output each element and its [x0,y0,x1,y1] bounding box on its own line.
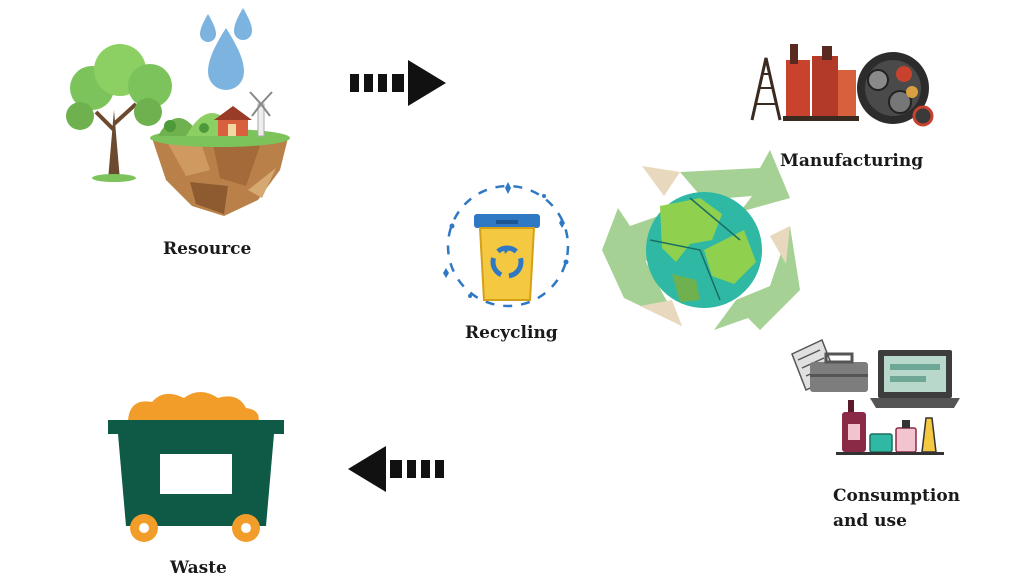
waste-label: Waste [170,558,227,578]
consumption-label: Consumption and use [833,486,961,531]
recycling-label: Recycling [465,323,558,343]
manufacturing-label: Manufacturing [780,151,924,171]
recycle-globe-icon [602,150,800,330]
factory-gears-icon [750,44,934,127]
recycle-bin-icon [443,182,570,308]
waste-dumpster-icon [108,392,284,542]
consumer-goods-icon [791,338,960,455]
resource-label: Resource [163,239,252,259]
arrow-left-icon [348,446,444,492]
tree-water-island-icon [66,8,290,216]
arrow-right-icon [350,60,446,106]
